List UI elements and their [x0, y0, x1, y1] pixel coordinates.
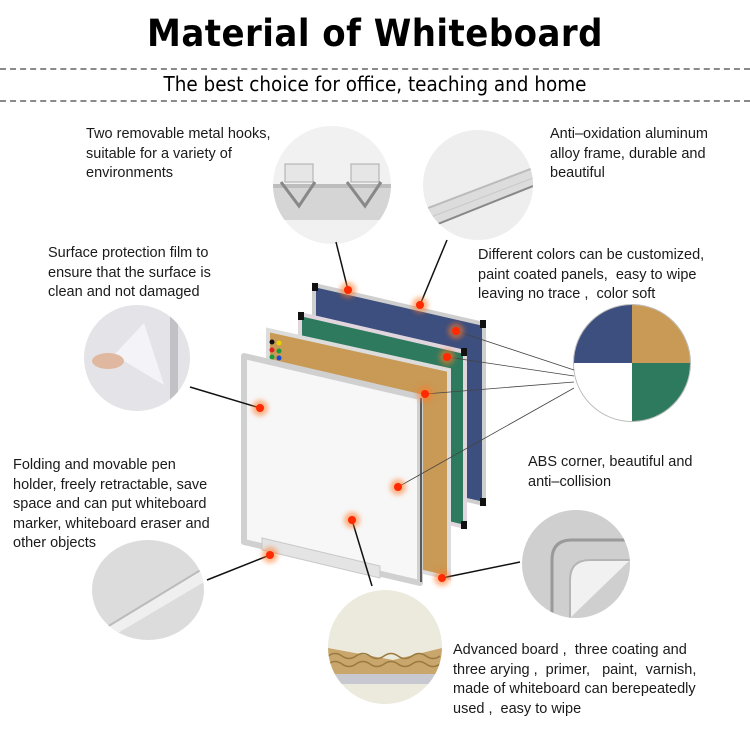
caption-corner: ABS corner, beautiful and anti–collision	[528, 454, 693, 490]
caption-colors: Different colors can be customized, pain…	[478, 247, 705, 302]
marker-frame	[416, 301, 424, 309]
swatch-navy	[574, 305, 632, 363]
caption-penholder: Folding and movable pen holder, freely r…	[13, 457, 210, 551]
divider-top	[0, 68, 750, 70]
page-subtitle: The best choice for office, teaching and…	[163, 72, 587, 96]
marker-board	[348, 516, 356, 524]
color-swatches-image	[573, 304, 691, 422]
divider-bottom	[0, 100, 750, 102]
marker-film	[256, 404, 264, 412]
caption-film: Surface protection film to ensure that t…	[48, 245, 211, 300]
swatch-green	[632, 363, 690, 421]
film-image	[84, 305, 190, 411]
page-title: Material of Whiteboard	[146, 12, 604, 55]
pointer-lines	[189, 239, 521, 587]
metal-hooks-icon	[273, 163, 391, 220]
swatch-cork	[632, 305, 690, 363]
frame-image	[423, 130, 533, 240]
caption-frame: Anti–oxidation aluminum alloy frame, dur…	[550, 126, 708, 181]
abs-corner-image	[522, 510, 630, 618]
aluminum-frame-icon	[423, 167, 533, 231]
hooks-image	[273, 126, 391, 244]
color-pointer-lines	[397, 330, 575, 488]
marker-hooks	[344, 286, 352, 294]
caption-hooks: Two removable metal hooks, suitable for …	[86, 126, 271, 181]
pen-holder-icon	[101, 567, 204, 640]
board-layers-icon	[328, 648, 442, 684]
caption-board: Advanced board , three coating and three…	[453, 642, 697, 717]
marker-penholder	[266, 551, 274, 559]
protection-film-icon	[92, 305, 178, 411]
marker-navy	[452, 327, 460, 335]
pen-holder-image	[92, 540, 204, 640]
marker-cork	[421, 390, 429, 398]
marker-white	[394, 483, 402, 491]
marker-corner	[438, 574, 446, 582]
swatch-white	[574, 363, 632, 421]
white-board	[241, 353, 423, 586]
board-layers-image	[328, 590, 442, 704]
abs-corner-icon	[550, 538, 630, 618]
marker-green	[443, 353, 451, 361]
